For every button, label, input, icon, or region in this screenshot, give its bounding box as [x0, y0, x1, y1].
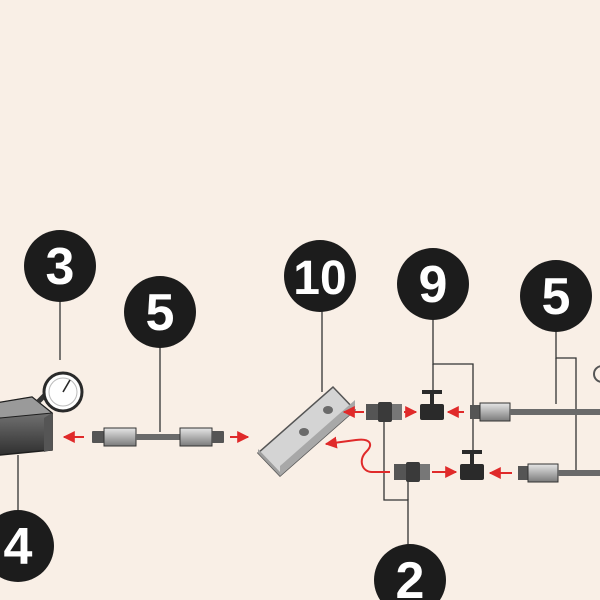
callout-label: 5 — [542, 268, 571, 326]
callout-pump: 4 — [0, 510, 54, 582]
callout-label: 3 — [46, 238, 75, 296]
leader-valve — [432, 308, 474, 456]
callout-hose-right: 5 — [520, 260, 592, 332]
callout-label: 2 — [396, 552, 425, 600]
valve-icon — [420, 390, 484, 480]
leader-hose-right — [555, 324, 577, 472]
gauge-icon — [36, 371, 84, 413]
callout-valve: 9 — [397, 248, 469, 320]
callout-coupler: 2 — [374, 544, 446, 600]
callout-pressure-gauge: 3 — [24, 230, 96, 302]
manifold-block-icon — [256, 385, 357, 478]
leader-coupler — [383, 420, 409, 548]
callout-label: 9 — [419, 256, 448, 314]
hose-icon — [92, 427, 224, 447]
leader-lines — [17, 292, 577, 548]
callout-label: 10 — [293, 252, 346, 305]
callout-hose-left: 5 — [124, 276, 196, 348]
callout-label: 5 — [146, 284, 175, 342]
flow-arrow-icon — [62, 406, 512, 479]
callout-manifold: 10 — [284, 240, 356, 312]
coupler-icon — [366, 402, 430, 482]
hose-icon — [470, 365, 600, 483]
callout-label: 4 — [4, 518, 33, 576]
pump-icon — [0, 396, 54, 456]
